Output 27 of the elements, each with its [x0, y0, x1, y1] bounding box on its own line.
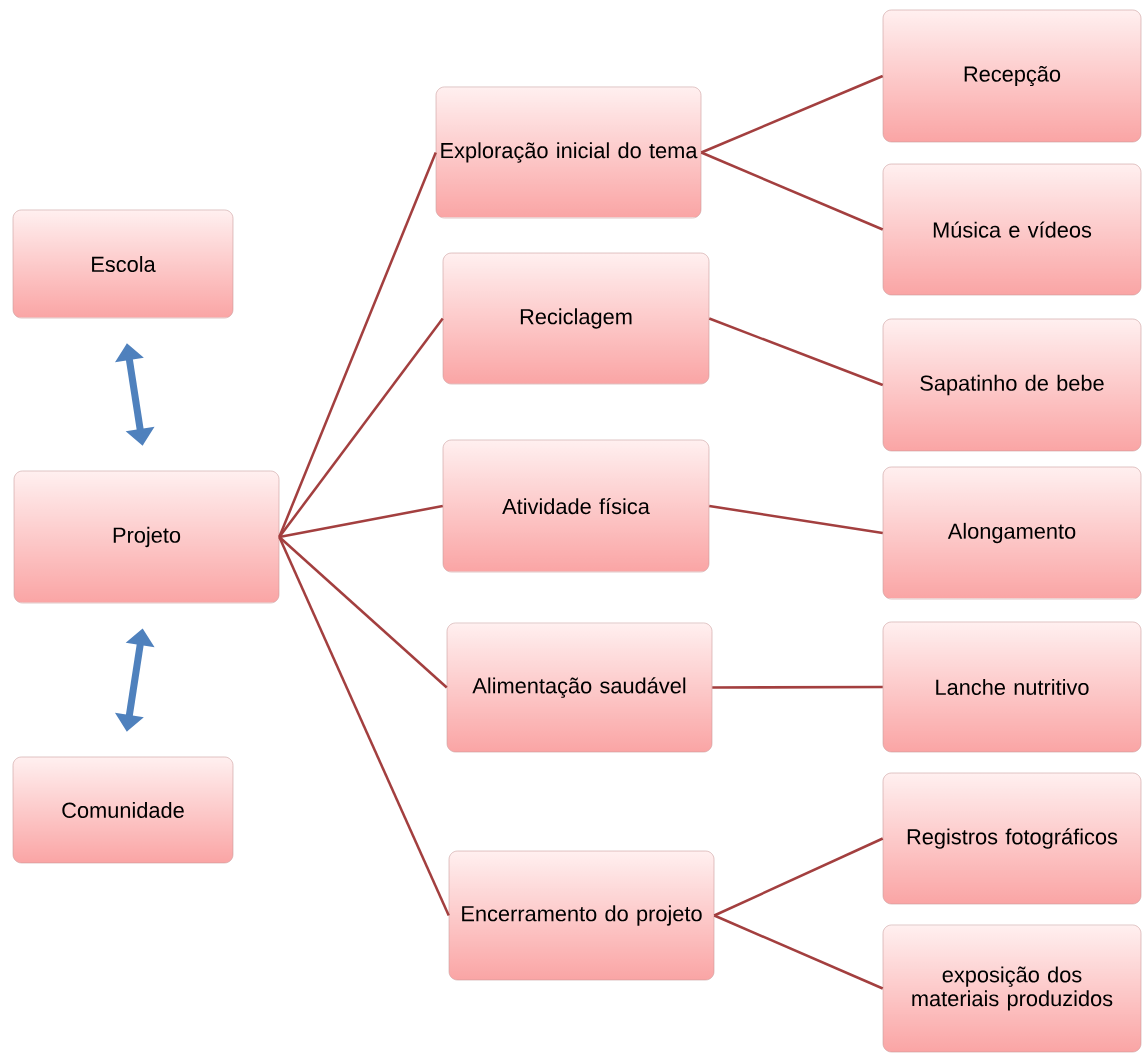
connector-line: [278, 536, 450, 917]
connector-line: [700, 151, 884, 231]
connector-line: [278, 152, 437, 538]
process-box: Atividade física: [442, 439, 710, 573]
connector-line: [713, 914, 884, 990]
process-box: Sapatinho de bebe: [882, 318, 1142, 452]
process-box: Comunidade: [12, 756, 234, 864]
connector-line: [279, 504, 443, 539]
process-box: Encerramento do projeto: [448, 850, 715, 981]
process-box: Exploração inicial do tema: [435, 86, 702, 219]
process-box: Escola: [12, 209, 234, 319]
process-box: Alongamento: [882, 466, 1142, 600]
connector-line: [712, 685, 883, 689]
connector-line: [709, 504, 883, 535]
process-box: exposição dos materiais produzidos: [882, 924, 1142, 1053]
connector-line: [708, 317, 884, 387]
process-box: Registros fotográficos: [882, 772, 1142, 905]
process-box: Lanche nutritivo: [882, 621, 1142, 753]
connector-line: [278, 317, 444, 538]
process-box: Alimentação saudável: [446, 622, 713, 753]
connector-line: [700, 74, 884, 154]
process-box: Música e vídeos: [882, 163, 1142, 296]
process-box: Reciclagem: [442, 252, 710, 385]
process-box: Projeto: [13, 470, 280, 604]
process-box: Recepção: [882, 9, 1142, 143]
connector-line: [713, 837, 884, 917]
connector-line: [278, 536, 448, 689]
